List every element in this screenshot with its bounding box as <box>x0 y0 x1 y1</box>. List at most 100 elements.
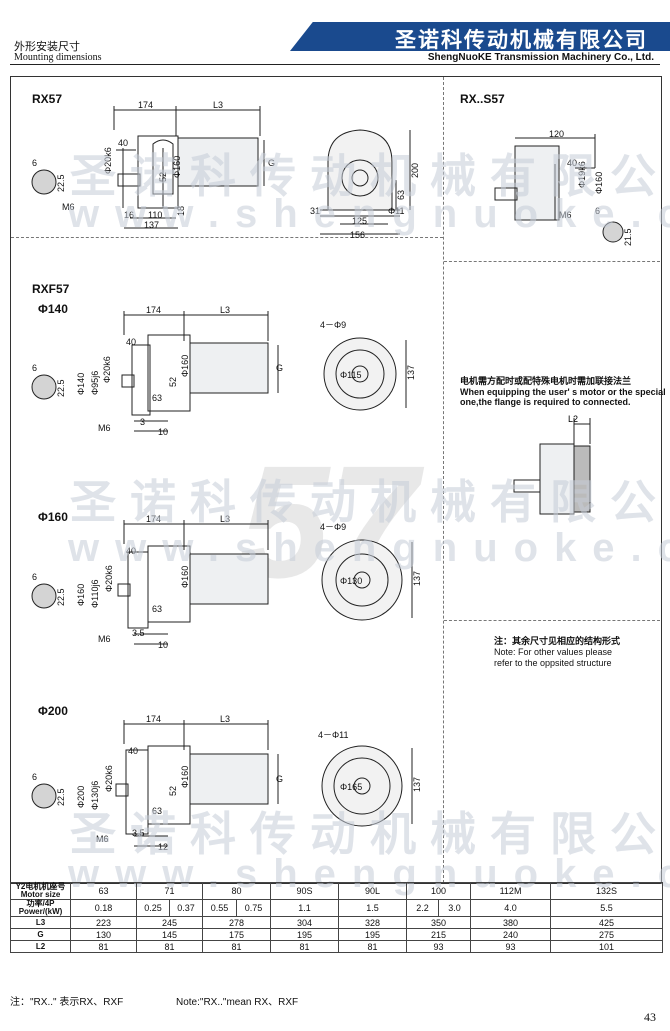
dim-label: 4－Φ9 <box>320 320 346 330</box>
table-cell: 175 <box>202 928 272 941</box>
table-cell: 81 <box>70 940 137 953</box>
table-cell: 3.0 <box>438 899 472 917</box>
dim-label: L3 <box>220 514 230 524</box>
dim-label: Φ130j6 <box>90 781 100 810</box>
footer-note-en: Note:"RX.."mean RX、RXF <box>176 997 299 1008</box>
table-cell: 0.37 <box>168 899 204 917</box>
section-title-en: Mounting dimensions <box>14 52 102 63</box>
row-header: L3 <box>10 916 71 929</box>
title-rxf57: RXF57 <box>32 282 70 296</box>
divider-vertical <box>443 77 444 883</box>
table-cell: 1.1 <box>270 899 340 917</box>
table-cell: 223 <box>70 916 137 929</box>
dim-label: 63 <box>396 190 406 200</box>
table-cell: 380 <box>470 916 552 929</box>
rxf57-200-side-view: 174 L3 40 Φ20k6 Φ160 52 G 6 22.5 Φ200 Φ1… <box>31 714 283 852</box>
dim-label: 200 <box>410 163 420 178</box>
table-cell: 80 <box>202 882 272 900</box>
rx57-side-view: 174 L3 40 Φ20k6 Φ160 52 G 6 22.5 M6 16 1… <box>31 100 275 230</box>
header-divider <box>10 64 660 65</box>
other-note-en-2: refer to the oppsited structure <box>494 658 612 668</box>
motor-note-cn: 电机需方配时或配特殊电机时需加联接法兰 <box>460 376 632 386</box>
dim-label: Φ165 <box>340 782 362 792</box>
table-cell: 278 <box>202 916 272 929</box>
dim-label: Φ160 <box>180 355 190 377</box>
dim-label: 52 <box>168 377 178 387</box>
rxf57-140-flange-view: 4－Φ9 Φ115 137 <box>320 320 416 411</box>
table-cell: 328 <box>338 916 408 929</box>
table-cell: 425 <box>550 916 664 929</box>
company-name-en: ShengNuoKE Transmission Machinery Co., L… <box>427 52 654 63</box>
other-note-en-1: Note: For other values please <box>494 647 613 657</box>
table-cell: 245 <box>135 916 204 929</box>
table-cell: 2.2 <box>406 899 440 917</box>
rxf57-160-flange-view: 4－Φ9 Φ130 137 <box>320 522 422 621</box>
dim-label: 4－Φ9 <box>320 522 346 532</box>
dim-label: G <box>276 774 283 784</box>
dim-label: Φ160 <box>180 566 190 588</box>
divider-left <box>11 237 443 238</box>
table-cell: 90S <box>270 882 340 900</box>
dim-label: Φ95j6 <box>90 371 100 395</box>
dim-label: 22.5 <box>56 174 66 192</box>
table-cell: 130 <box>70 928 137 941</box>
table-cell: 195 <box>338 928 408 941</box>
table-cell: 132S <box>550 882 664 900</box>
other-note-cn: 注：其余尺寸见相应的结构形式 <box>494 636 621 646</box>
dim-label: 12 <box>158 842 168 852</box>
dim-label: 22.5 <box>56 379 66 397</box>
dim-label: M6 <box>96 834 109 844</box>
dim-label: 40 <box>128 746 138 756</box>
dim-label: 110 <box>148 210 162 220</box>
table-cell: 145 <box>135 928 204 941</box>
dim-label: 137 <box>406 365 416 380</box>
divider-right-top <box>444 261 660 262</box>
table-cell: 304 <box>270 916 340 929</box>
dim-label: Φ160 <box>180 766 190 788</box>
table-cell: 81 <box>270 940 340 953</box>
dim-label: 6 <box>32 572 37 582</box>
dim-label: Φ20k6 <box>103 147 113 174</box>
table-cell: 0.55 <box>202 899 238 917</box>
title-flange-200: Φ200 <box>38 704 68 718</box>
dim-label: 52 <box>158 172 168 182</box>
title-rx57: RX57 <box>32 92 63 106</box>
dim-label: 125 <box>352 216 367 226</box>
dim-label: 3.5 <box>132 828 145 838</box>
motor-note-en-2: one,the flange is required to connected. <box>460 397 631 407</box>
table-row-l3: L3 223 245 278 304 328 350 380 425 <box>10 916 664 929</box>
dim-label: 174 <box>146 514 161 524</box>
watermark-cn: 圣诺科传动机械有限公司 <box>70 149 670 203</box>
table-cell: 100 <box>406 882 472 900</box>
dim-label: 31 <box>310 206 320 216</box>
dim-label: 6 <box>32 363 37 373</box>
dim-label: 3.5 <box>132 628 145 638</box>
table-row-l2: L2 81 81 81 81 81 93 93 101 <box>10 940 664 953</box>
dim-label: 22.5 <box>56 588 66 606</box>
watermark-en: www.shengnuoke.com <box>68 526 670 570</box>
row-header: G <box>10 928 71 941</box>
dim-label: 10 <box>158 427 168 437</box>
dim-label: Φ115 <box>340 370 362 380</box>
header-band <box>290 22 670 51</box>
title-rxs57: RX..S57 <box>460 92 505 106</box>
dim-label: M6 <box>62 202 75 212</box>
rxf57-160-side-view: 174 L3 40 Φ20k6 Φ160 6 22.5 Φ160 Φ110j6 … <box>31 514 269 650</box>
dim-label: Φ160 <box>172 156 182 178</box>
title-flange-140: Φ140 <box>38 302 68 316</box>
dim-label: 63 <box>152 393 162 403</box>
dim-label: 6 <box>32 772 37 782</box>
table-cell: 93 <box>470 940 552 953</box>
title-flange-160: Φ160 <box>38 510 68 524</box>
watermark-cn: 圣诺科传动机械有限公司 <box>70 807 670 861</box>
dim-label: Φ130 <box>340 576 362 586</box>
page-header: 外形安装尺寸 Mounting dimensions 圣诺科传动机械有限公司 S… <box>0 0 670 65</box>
table-cell: 0.18 <box>70 899 137 917</box>
dim-label: 3 <box>140 417 145 427</box>
table-cell: 5.5 <box>550 899 664 917</box>
dim-label: L3 <box>213 100 223 110</box>
rxs57-view: 120 40 Φ19k6 Φ160 M6 6 21.5 <box>494 129 633 246</box>
